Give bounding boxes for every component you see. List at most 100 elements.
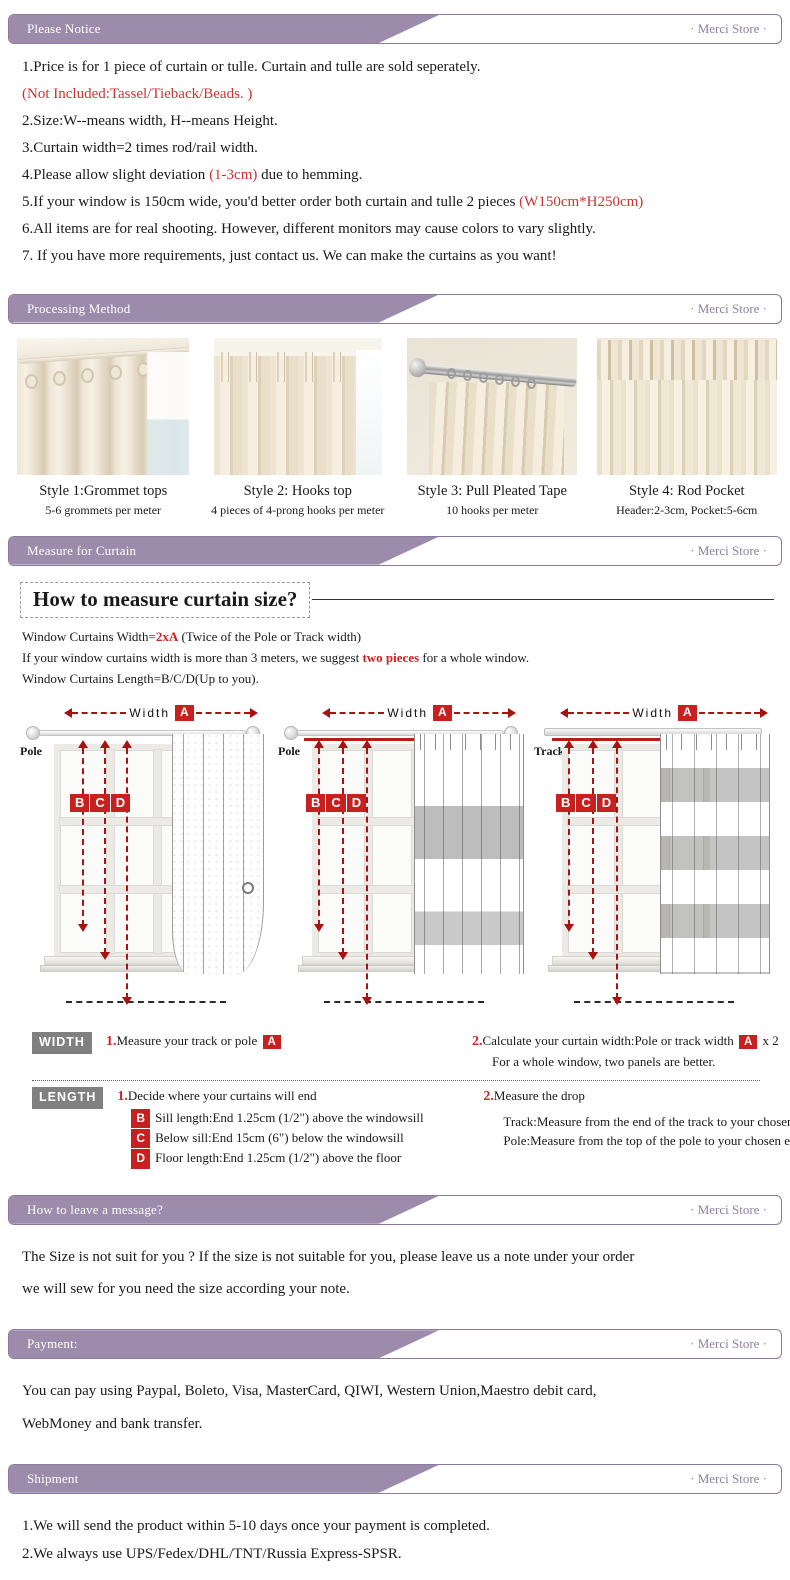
notice-line-7: 7. If you have more requirements, just c… — [22, 247, 557, 264]
length-instruction-right: 2.Measure the drop Track:Measure from th… — [483, 1087, 790, 1169]
pole-finial-left-icon — [284, 726, 298, 741]
section-header-tab-shape — [9, 536, 439, 565]
section-title-processing: Processing Method — [27, 300, 131, 316]
curtain-styles-gallery: Style 1:Grommet tops 5-6 grommets per me… — [0, 324, 790, 522]
measure-diagrams: Width A Pole — [16, 692, 774, 1018]
style-2-photo-hooks-top — [213, 337, 382, 475]
arrow-right-icon — [760, 708, 769, 719]
section-header-shipment: Shipment · Merci Store · — [8, 1463, 782, 1494]
notice-line-3: 3.Curtain width=2 times rod/rail width. — [22, 139, 258, 156]
width-dimension-row-3: Width A — [560, 704, 769, 722]
width-step-2-sub: For a whole window, two panels are bette… — [491, 1054, 716, 1070]
drape-grommet-drawing — [172, 734, 264, 975]
pole-finial-left-icon — [26, 726, 40, 741]
measure-instructions: WIDTH 1.Measure your track or pole A 2.C… — [16, 1018, 790, 1177]
arrow-left-icon — [322, 708, 330, 719]
store-label-message: · Merci Store · — [690, 1201, 767, 1217]
length-step-2-pole: Pole:Measure from the top of the pole to… — [503, 1133, 790, 1149]
style-4-photo-rod-pocket — [596, 337, 777, 475]
width-step-1: 1.Measure your track or pole A — [106, 1032, 472, 1052]
section-header-tab-shape — [9, 1195, 439, 1224]
tag-a-label: A — [433, 705, 452, 722]
length-step-2-track: Track:Measure from the end of the track … — [503, 1113, 790, 1129]
style-4-sub: Header:2-3cm, Pocket:5-6cm — [616, 502, 758, 517]
measure-intro-2-two-pieces: two pieces — [362, 649, 420, 665]
style-3-name: Style 3: Pull Pleated Tape — [417, 482, 567, 499]
measure-intro-line-3: Window Curtains Length=B/C/D(Up to you). — [22, 671, 259, 686]
width-instruction-row: WIDTH 1.Measure your track or pole A 2.C… — [32, 1026, 779, 1080]
notice-line-4-deviation: (1-3cm) — [209, 166, 258, 183]
notice-line-6: 6.All items are for real shooting. Howev… — [22, 220, 596, 237]
payment-line-1: You can pay using Paypal, Boleto, Visa, … — [22, 1383, 597, 1400]
measure-intro-line-1: Window Curtains Width=2xA (Twice of the … — [22, 628, 774, 646]
section-title-message: How to leave a message? — [27, 1201, 163, 1217]
bcd-tags-1: B C D — [70, 794, 131, 813]
section-header-tab-shape — [9, 1464, 439, 1493]
floor-line-2 — [324, 1001, 484, 1004]
message-body: The Size is not suit for you ? If the si… — [0, 1225, 790, 1316]
tag-a-label: A — [738, 1035, 758, 1050]
notice-line-2: 2.Size:W--means width, H--means Height. — [22, 112, 278, 129]
track-label-3: Track — [534, 744, 565, 759]
style-2-sub: 4 pieces of 4-prong hooks per meter — [211, 502, 385, 517]
section-title-measure: Measure for Curtain — [27, 542, 137, 558]
howto-rule — [312, 599, 774, 601]
notice-line-4-b: due to hemming. — [257, 166, 363, 183]
tag-d-label: D — [346, 794, 367, 813]
style-3-photo-pull-pleated-tape — [407, 337, 578, 475]
width-step-2-text-b: x 2 — [759, 1033, 779, 1049]
store-label-notice: · Merci Store · — [690, 21, 767, 36]
notice-line-4-a: 4.Please allow slight deviation — [22, 166, 210, 183]
store-label-payment: · Merci Store · — [690, 1336, 767, 1352]
tag-d-label: D — [131, 1149, 151, 1169]
tag-b-label: B — [306, 794, 327, 813]
notice-line-5-size: (W150cm*H250cm) — [519, 193, 644, 210]
notice-line-5-a: 5.If your window is 150cm wide, you'd be… — [22, 193, 520, 210]
product-description-page: Please Notice · Merci Store · 1.Price is… — [0, 14, 790, 1580]
store-label-measure: · Merci Store · — [690, 542, 767, 558]
measure-rail-highlight-3 — [552, 738, 740, 742]
section-header-tab-shape — [9, 15, 439, 43]
style-item-2: Style 2: Hooks top 4 pieces of 4-prong h… — [205, 337, 392, 518]
measure-intro-2-b: for a whole window. — [419, 649, 530, 665]
tag-b-label: B — [131, 1108, 151, 1129]
shipment-line-2: 2.We always use UPS/Fedex/DHL/TNT/Russia… — [22, 1546, 402, 1563]
tag-a-label: A — [678, 705, 697, 722]
dash-line — [195, 712, 251, 715]
width-label: Width — [129, 706, 171, 721]
payment-body: You can pay using Paypal, Boleto, Visa, … — [0, 1359, 790, 1450]
section-header-tab-shape — [9, 294, 439, 323]
section-header-measure: Measure for Curtain · Merci Store · — [8, 535, 782, 566]
style-1-sub: 5-6 grommets per meter — [45, 502, 162, 517]
width-instruction-left: 1.Measure your track or pole A — [106, 1032, 472, 1073]
curtain-hooks-icon — [660, 734, 770, 751]
width-step-2-text-a: Calculate your curtain width:Pole or tra… — [482, 1033, 737, 1049]
dash-line — [568, 712, 630, 715]
length-chip: LENGTH — [32, 1087, 104, 1109]
measure-intro-2-a: If your window curtains width is more th… — [22, 649, 363, 665]
length-step-1-text: Decide where your curtains will end — [127, 1088, 317, 1104]
floor-line-1 — [66, 1001, 226, 1004]
arrow-right-icon — [250, 708, 259, 719]
notice-line-5: 5.If your window is 150cm wide, you'd be… — [22, 193, 772, 213]
tag-d-label: D — [596, 794, 617, 813]
measure-intro-lines: Window Curtains Width=2xA (Twice of the … — [22, 628, 774, 689]
pole-label-1: Pole — [20, 744, 42, 759]
width-step-1-num: 1. — [105, 1034, 117, 1050]
shipment-line-1: 1.We will send the product within 5-10 d… — [22, 1517, 490, 1534]
floor-line-3 — [574, 1001, 734, 1004]
length-option-c-text: Below sill:End 15cm (6") below the windo… — [155, 1130, 404, 1146]
length-step-2-text: Measure the drop — [493, 1088, 585, 1104]
notice-line-not-included: (Not Included:Tassel/Tieback/Beads. ) — [22, 85, 253, 102]
section-header-tab-shape — [9, 1330, 439, 1359]
section-title-payment: Payment: — [27, 1336, 78, 1352]
style-2-name: Style 2: Hooks top — [243, 482, 352, 499]
tag-a-label: A — [262, 1035, 281, 1050]
bcd-tags-2: B C D — [306, 794, 367, 813]
payment-line-2: WebMoney and bank transfer. — [22, 1415, 203, 1432]
message-line-2: we will sew for you need the size accord… — [22, 1281, 350, 1298]
measure-intro-line-2: If your window curtains width is more th… — [22, 649, 774, 667]
curtain-hooks-icon — [414, 734, 524, 751]
